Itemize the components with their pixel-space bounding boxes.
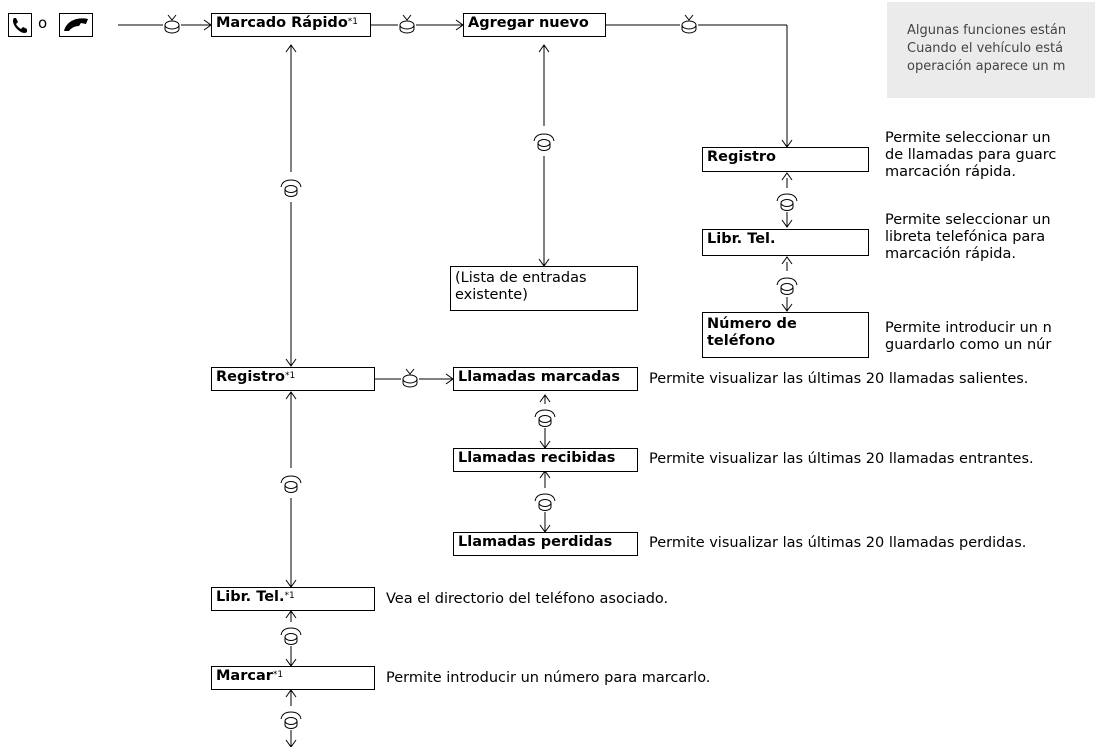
note-line: operación aparece un m — [907, 59, 1066, 74]
box-label-line: existente) — [455, 287, 528, 303]
agregar-nuevo-box[interactable]: Agregar nuevo — [463, 13, 606, 37]
box-label: Registro — [216, 369, 286, 385]
footnote-mark: *1 — [347, 17, 359, 27]
note-line: Algunas funciones están — [907, 23, 1067, 38]
box-label: Llamadas recibidas — [458, 450, 616, 466]
description-line: marcación rápida. — [885, 246, 1016, 262]
rotate-knob-icon — [280, 627, 302, 645]
rotate-knob-icon — [776, 277, 798, 295]
rotate-knob-icon — [533, 133, 555, 151]
registro-speed-dial-description: Permite seleccionar un de llamadas para … — [885, 130, 1056, 181]
press-knob-icon — [402, 368, 418, 388]
llamadas-recibidas-box[interactable]: Llamadas recibidas — [453, 448, 638, 472]
libr-tel-speed-dial-description: Permite seleccionar un libreta telefónic… — [885, 212, 1051, 263]
box-label-line: Número de — [707, 316, 797, 332]
box-label: Agregar nuevo — [468, 15, 589, 31]
llamadas-perdidas-description: Permite visualizar las últimas 20 llamad… — [649, 535, 1027, 551]
description-line: de llamadas para guarc — [885, 147, 1057, 163]
box-label: Llamadas marcadas — [458, 369, 620, 385]
numero-telefono-description: Permite introducir un n guardarlo como u… — [885, 320, 1052, 354]
box-label: Registro — [707, 149, 777, 165]
press-knob-icon — [164, 14, 180, 34]
rotate-knob-icon — [534, 493, 556, 511]
press-knob-icon — [681, 14, 697, 34]
rotate-knob-icon — [776, 193, 798, 211]
rotate-knob-icon — [280, 475, 302, 493]
box-label: Marcar — [216, 668, 273, 684]
press-knob-icon — [399, 14, 415, 34]
footnote-mark: *1 — [272, 670, 284, 680]
description-line: libreta telefónica para — [885, 229, 1046, 245]
description-line: marcación rápida. — [885, 164, 1016, 180]
marcar-box[interactable]: Marcar*1 — [211, 666, 375, 690]
marcado-rapido-box[interactable]: Marcado Rápido*1 — [211, 13, 371, 37]
description-line: Permite seleccionar un — [885, 212, 1051, 228]
talk-phone-icon[interactable] — [59, 13, 93, 37]
note-line: Cuando el vehículo está — [907, 41, 1064, 56]
footnote-mark: *1 — [285, 371, 296, 381]
numero-telefono-box[interactable]: Número de teléfono — [702, 312, 869, 358]
rotate-knob-icon — [280, 711, 302, 729]
description-line: Permite introducir un n — [885, 320, 1052, 336]
llamadas-marcadas-description: Permite visualizar las últimas 20 llamad… — [649, 371, 1029, 387]
libr-tel-description: Vea el directorio del teléfono asociado. — [386, 591, 669, 607]
footnote-mark: *1 — [284, 591, 295, 601]
note-box: Algunas funciones están Cuando el vehícu… — [887, 2, 1095, 98]
phone-handset-icon[interactable] — [8, 13, 32, 37]
libr-tel-speed-dial-box[interactable]: Libr. Tel. — [702, 229, 869, 256]
connector-lines — [118, 19, 793, 747]
rotate-knob-icon — [534, 409, 556, 427]
lista-entradas-box[interactable]: (Lista de entradas existente) — [450, 266, 638, 311]
box-label: Libr. Tel. — [707, 231, 776, 247]
rotate-knob-icon — [280, 179, 302, 197]
box-label: Llamadas perdidas — [458, 534, 613, 550]
marcar-description: Permite introducir un número para marcar… — [386, 670, 711, 686]
description-line: guardarlo como un núr — [885, 337, 1052, 353]
separator-text: o — [38, 14, 48, 32]
llamadas-perdidas-box[interactable]: Llamadas perdidas — [453, 532, 638, 556]
box-label-line: teléfono — [707, 333, 776, 349]
registro-speed-dial-box[interactable]: Registro — [702, 147, 869, 172]
box-label-line: (Lista de entradas — [455, 270, 587, 286]
libr-tel-box[interactable]: Libr. Tel.*1 — [211, 587, 375, 611]
llamadas-marcadas-box[interactable]: Llamadas marcadas — [453, 367, 638, 391]
box-label: Marcado Rápido — [216, 15, 348, 31]
llamadas-recibidas-description: Permite visualizar las últimas 20 llamad… — [649, 451, 1034, 467]
description-line: Permite seleccionar un — [885, 130, 1051, 146]
box-label: Libr. Tel. — [216, 589, 285, 605]
registro-box[interactable]: Registro*1 — [211, 367, 375, 391]
